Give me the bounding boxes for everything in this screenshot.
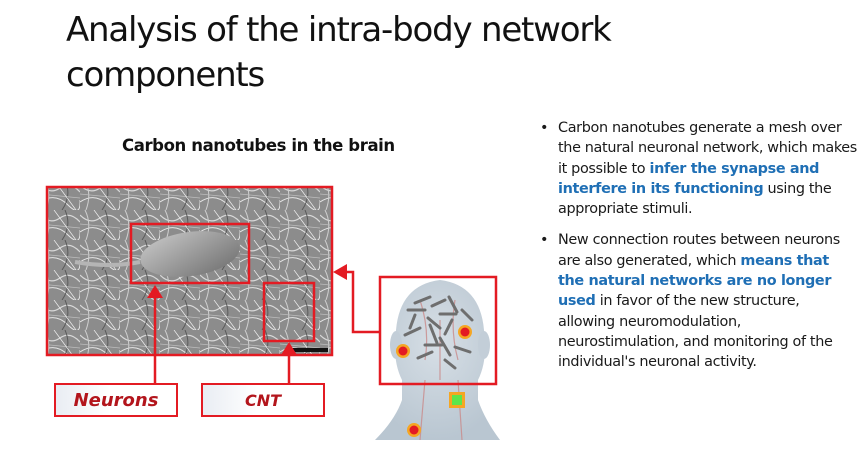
bullet-text: in favor of the new structure, allowing … xyxy=(558,293,833,371)
bullet-dot: • xyxy=(540,232,549,249)
slide-title: Analysis of the intra-body network compo… xyxy=(66,10,612,95)
bullet-item: • New connection routes between neurons … xyxy=(538,230,858,372)
gateway-node xyxy=(449,392,465,408)
cnt-label-box: CNT xyxy=(201,383,325,417)
nanotube-bars xyxy=(403,295,474,370)
bullet-dot: • xyxy=(540,120,549,136)
neurons-label-box: Neurons xyxy=(54,383,178,417)
sem-micrograph xyxy=(48,188,331,354)
figure-caption: Carbon nanotubes in the brain xyxy=(122,136,395,155)
neurons-label: Neurons xyxy=(73,389,159,411)
brain-highlight-box xyxy=(378,275,498,386)
cnt-arrowhead xyxy=(281,342,297,355)
bullet-list: • Carbon nanotubes generate a mesh over … xyxy=(538,118,858,384)
bullet-highlight: means that the natural networks are no l… xyxy=(558,252,832,310)
micrograph-frame xyxy=(45,185,334,357)
cnt-highlight-box xyxy=(262,281,316,343)
connector-arrowhead xyxy=(333,264,347,280)
scale-bar xyxy=(290,348,328,352)
cnt-label: CNT xyxy=(244,390,282,410)
bullet-text: using the appropriate stimuli. xyxy=(558,180,832,218)
bullet-item: • Carbon nanotubes generate a mesh over … xyxy=(538,118,858,219)
bullet-highlight: infer the synapse and interfere in its f… xyxy=(558,160,820,197)
sensor-node-neck xyxy=(407,423,421,437)
sensor-node-right xyxy=(458,325,472,339)
sensor-node-left xyxy=(396,344,410,358)
connector-arrow-line xyxy=(345,270,380,334)
neuron-cell-body xyxy=(140,231,240,277)
neuron-highlight-box xyxy=(129,222,251,285)
bullet-text: New connection routes between neurons ar… xyxy=(558,232,840,269)
bullet-text: Carbon nanotubes generate a mesh over th… xyxy=(558,120,857,177)
neurons-arrowhead xyxy=(147,285,163,298)
